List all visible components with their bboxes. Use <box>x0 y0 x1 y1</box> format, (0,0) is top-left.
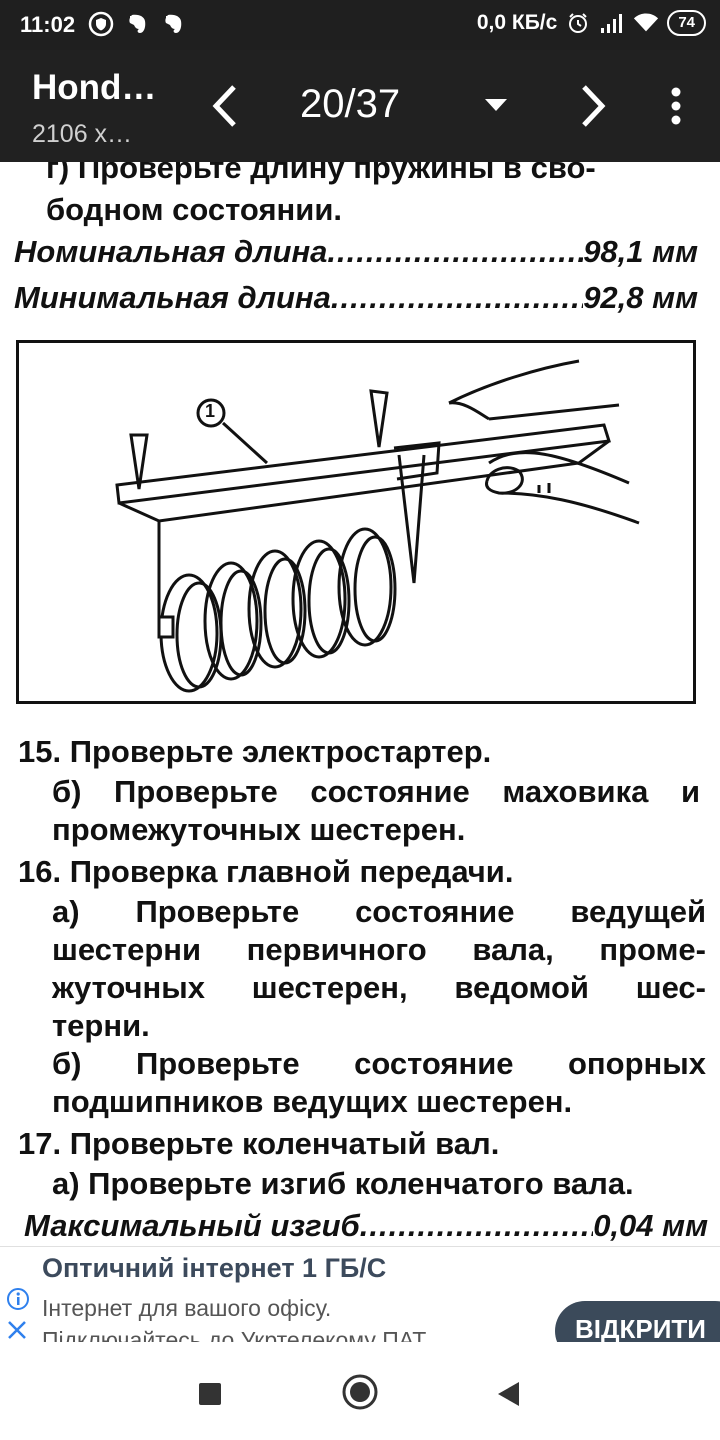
next-page-button[interactable] <box>568 80 618 132</box>
vpn-shield-icon <box>88 11 114 37</box>
item-17-a-line1: а) Проверьте изгиб коленчатого вала. <box>52 1166 634 1201</box>
word: первичного <box>246 932 427 967</box>
item-16-a-line2: шестерни первичного вала, проме- <box>52 932 706 968</box>
back-triangle-icon <box>498 1382 519 1406</box>
ad-banner[interactable]: Оптичний інтернет 1 ГБ/С Інтернет для ва… <box>0 1246 720 1343</box>
chevron-right-icon <box>582 85 606 127</box>
word: б) <box>52 1046 82 1081</box>
word: а) <box>52 894 80 929</box>
network-speed: 0,0 КБ/с <box>476 11 558 34</box>
evernote-icon <box>124 11 150 37</box>
item-15-b-line2: промежуточных шестерен. <box>52 812 466 847</box>
word: ведущей <box>570 894 706 929</box>
word: опорных <box>568 1046 706 1081</box>
battery-level: 74 <box>667 10 706 36</box>
item-16-heading: 16. Проверка главной передачи. <box>18 854 514 889</box>
ad-title[interactable]: Оптичний інтернет 1 ГБ/С <box>42 1253 387 1283</box>
page-indicator[interactable]: 20/37 <box>300 82 401 126</box>
item-16-a-line1: а) Проверьте состояние ведущей <box>52 894 706 930</box>
system-nav-bar <box>0 1342 720 1440</box>
word: б) <box>52 774 82 809</box>
item-15-b-line1: б) Проверьте состояние маховика и <box>52 774 700 810</box>
square-icon <box>199 1383 221 1405</box>
item-15-heading: 15. Проверьте электростартер. <box>18 734 492 769</box>
word: проме- <box>599 932 706 967</box>
item-16-a-line3: жуточных шестерен, ведомой шес- <box>52 970 706 1006</box>
item-16-a-line4: терни. <box>52 1008 150 1043</box>
spec-minimal-length: Минимальная длина ......................… <box>14 280 698 316</box>
spec-max-bend: Максимальный изгиб .....................… <box>24 1208 708 1244</box>
spec-label: Минимальная длина <box>14 280 331 315</box>
dot-leader: ..................................... <box>327 234 584 269</box>
app-toolbar: Hond… 2106 х… 20/37 <box>0 50 720 162</box>
ad-info-icon[interactable] <box>6 1287 30 1316</box>
chevron-left-icon <box>212 85 236 127</box>
document-title[interactable]: Hond… <box>32 68 157 107</box>
word: Проверьте <box>114 774 278 809</box>
spec-value: 92,8 мм <box>583 280 698 315</box>
spec-value: 0,04 мм <box>593 1208 708 1243</box>
word: шес- <box>635 970 706 1005</box>
spec-label: Максимальный изгиб <box>24 1208 360 1243</box>
word: состояние <box>310 774 470 809</box>
item-16-b-line1: б) Проверьте состояние опорных <box>52 1046 706 1082</box>
cellular-signal-icon <box>599 10 625 36</box>
word: Проверьте <box>135 894 300 929</box>
caliper-spring-figure: 1 <box>16 340 696 704</box>
spec-value: 98,1 мм <box>583 234 698 269</box>
text-line: бодном состоянии. <box>46 192 342 227</box>
alarm-clock-icon <box>565 10 591 36</box>
word: жуточных <box>52 970 205 1005</box>
status-time: 11:02 <box>20 12 76 37</box>
recents-button[interactable] <box>186 1370 234 1418</box>
overflow-menu-button[interactable] <box>656 80 696 132</box>
word: вала, <box>472 932 554 967</box>
word: Проверьте <box>135 1046 300 1081</box>
home-circle-icon <box>342 1374 378 1410</box>
ad-description-2: Підключайтесь до Укртелекому ПАТ <box>42 1327 427 1343</box>
document-subtitle: 2106 х… <box>32 120 133 148</box>
spec-label: Номинальная длина <box>14 234 328 269</box>
evernote-icon-2 <box>160 11 186 37</box>
word: и <box>680 774 700 809</box>
dot-leader: ..................................... <box>330 280 584 315</box>
spec-nominal-length: Номинальная длина ......................… <box>14 234 698 270</box>
status-right-icons: 0,0 КБ/с 74 <box>477 10 706 36</box>
ad-description: Інтернет для вашого офісу. <box>42 1295 332 1321</box>
word: состояние <box>354 1046 514 1081</box>
figure-callout-number: 1 <box>205 401 216 421</box>
home-button[interactable] <box>336 1368 384 1416</box>
word: шестерен, <box>251 970 408 1005</box>
previous-page-button[interactable] <box>200 80 250 132</box>
word: шестерни <box>52 932 202 967</box>
ad-open-button[interactable]: ВІДКРИТИ <box>555 1301 720 1343</box>
status-notification-icons <box>88 11 186 37</box>
back-button[interactable] <box>484 1370 532 1418</box>
status-bar: 11:02 0,0 КБ/с 74 <box>0 0 720 50</box>
word: маховика <box>502 774 649 809</box>
word: ведомой <box>454 970 589 1005</box>
text-line: г) Проверьте длину пружины в сво- <box>46 162 596 185</box>
page-dropdown-button[interactable] <box>478 86 514 126</box>
caliper-illustration <box>115 359 640 693</box>
item-17-heading: 17. Проверьте коленчатый вал. <box>18 1126 500 1161</box>
wifi-icon <box>633 10 659 36</box>
more-vertical-icon <box>671 87 681 125</box>
document-page[interactable]: г) Проверьте длину пружины в сво- бодном… <box>0 162 720 1246</box>
dot-leader: ..................................... <box>359 1208 593 1243</box>
caret-down-icon <box>485 99 507 111</box>
word: состояние <box>355 894 515 929</box>
item-16-b-line2: подшипников ведущих шестерен. <box>52 1084 573 1119</box>
ad-close-icon[interactable] <box>6 1319 28 1343</box>
